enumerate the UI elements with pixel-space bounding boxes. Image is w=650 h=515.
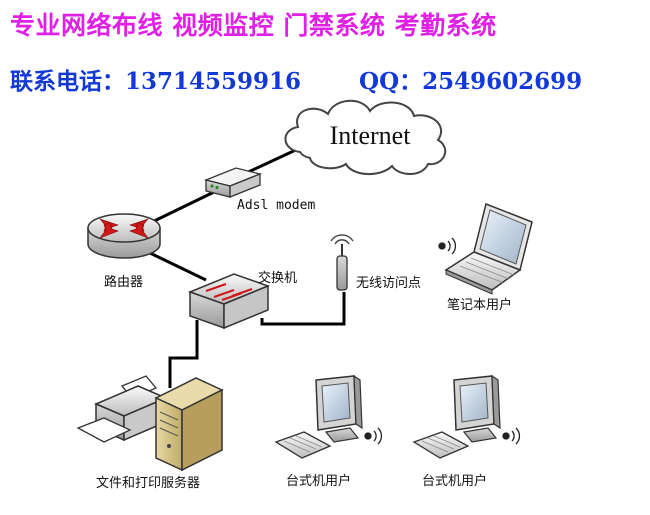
laptop-label: 笔记本用户 [447,297,512,313]
laptop-icon [444,202,533,295]
monitor-icon [453,374,501,443]
router: 路由器 [87,213,161,290]
monitor-icon [315,374,363,443]
link-router-switch [149,251,207,282]
phone-label: 联系电话： [10,68,125,95]
file-print-server: 文件和打印服务器 [76,375,224,491]
qq-number: 2549602699 [422,68,583,95]
modem-icon [203,167,263,198]
antenna-icon [330,234,354,291]
adsl-modem: Adsl modem [203,167,315,213]
link-router-modem [147,190,215,226]
desktop-user-2: 台式机用户 [412,374,521,489]
desktop-user-1: 台式机用户 [274,374,383,489]
laptop-user: 笔记本用户 [438,202,533,313]
speaker-icon [364,427,383,445]
access-point-label: 无线访问点 [356,276,421,291]
keyboard-icon [412,431,470,459]
link-modem-internet [243,146,301,176]
switch-icon [187,273,271,330]
modem-label: Adsl modem [237,198,315,213]
internet-cloud: Internet [284,99,447,175]
speaker-icon [502,427,521,445]
switch: 交换机 [187,270,297,330]
contact-line: 联系电话：13714559916 QQ：2549602699 [10,62,582,96]
router-icon [87,213,161,259]
link-switch-server [168,320,199,388]
desktop-1-label: 台式机用户 [286,473,351,489]
wireless-access-point: 无线访问点 [330,234,421,291]
phone-number: 13714559916 [125,68,302,95]
services-banner: 专业网络布线 视频监控 门禁系统 考勤系统 [10,11,497,40]
server-icon [154,377,224,472]
internet-label: Internet [330,121,412,150]
printer-icon [76,375,168,443]
router-label: 路由器 [104,274,143,290]
links [147,146,346,388]
qq-label: QQ： [359,68,423,95]
link-switch-ap [260,292,346,326]
speaker-icon [438,237,457,255]
switch-label: 交换机 [258,270,297,286]
cloud-icon [284,99,447,175]
desktop-2-label: 台式机用户 [422,473,487,489]
server-label: 文件和打印服务器 [96,475,200,491]
keyboard-icon [274,431,332,459]
